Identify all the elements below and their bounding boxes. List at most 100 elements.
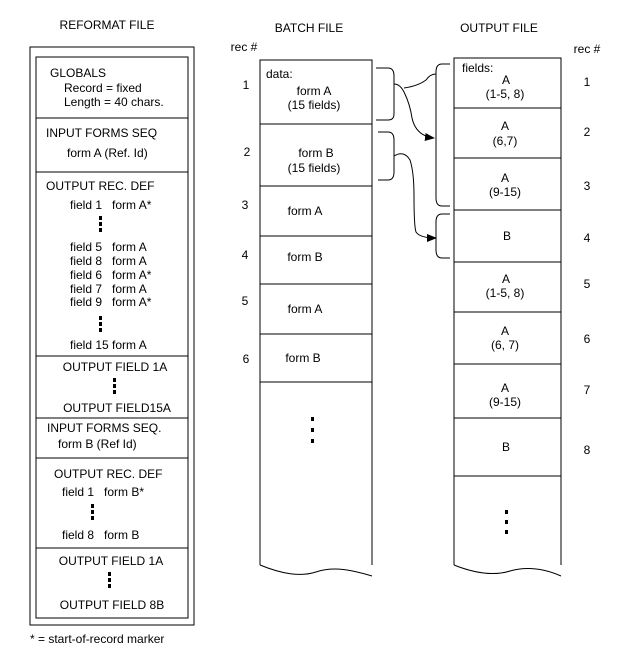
batch-rec-form: form B bbox=[285, 351, 320, 365]
output-rec-number-label: rec # bbox=[574, 42, 601, 56]
batch-rec-num: 2 bbox=[244, 145, 251, 159]
globals-section: GLOBALS Record = fixed Length = 40 chars… bbox=[50, 66, 164, 109]
output-rec-form: A bbox=[501, 324, 509, 338]
field-def-9: field 9 form A* bbox=[70, 295, 152, 309]
output-rec-num: 1 bbox=[584, 75, 591, 89]
output-rec-fields: (6, 7) bbox=[491, 338, 519, 352]
output-rec-fields: (1-5, 8) bbox=[486, 87, 525, 101]
output-rec-def-title: OUTPUT REC. DEF bbox=[46, 179, 154, 193]
batch-rec-num: 5 bbox=[242, 294, 249, 308]
output-rec-form: A bbox=[501, 119, 509, 133]
output-field-b-section: OUTPUT FIELD 1A OUTPUT FIELD 8B bbox=[59, 554, 164, 612]
output-rec-def-a: OUTPUT REC. DEF field 1 form A* field 5 … bbox=[46, 179, 154, 352]
ellipsis-vertical-icon bbox=[99, 216, 102, 232]
input-form-a-ref: form A (Ref. Id) bbox=[67, 146, 148, 160]
batch-rec-num: 1 bbox=[243, 78, 250, 92]
globals-record: Record = fixed bbox=[64, 81, 142, 95]
output-record-7: 7 A (9-15) bbox=[489, 381, 591, 409]
ellipsis-vertical-icon bbox=[108, 572, 111, 588]
ellipsis-vertical-icon bbox=[113, 378, 116, 394]
batch-rec-number-label: rec # bbox=[231, 40, 258, 54]
output-rec-num: 4 bbox=[584, 231, 591, 245]
arrow-to-output-record-4 bbox=[393, 153, 437, 242]
bracket-link-line bbox=[403, 73, 437, 89]
input-forms-seq-title: INPUT FORMS SEQ bbox=[46, 126, 157, 140]
output-rec-def-b: OUTPUT REC. DEF field 1 form B* field 8 … bbox=[54, 467, 162, 542]
footnote: * = start-of-record marker bbox=[30, 632, 164, 646]
output-fields-label: fields: bbox=[462, 61, 493, 75]
batch-record-4: 4 form B bbox=[242, 248, 323, 264]
output-field-first: OUTPUT FIELD 1A bbox=[63, 360, 167, 374]
output-record-2: 2 A (6,7) bbox=[493, 119, 591, 148]
output-field-last: OUTPUT FIELD15A bbox=[63, 401, 171, 415]
output-record-1: 1 A (1-5, 8) bbox=[486, 73, 591, 101]
batch-record-1-bracket bbox=[376, 67, 395, 121]
output-rec-num: 3 bbox=[584, 179, 591, 193]
output-rec-form: B bbox=[503, 229, 511, 243]
field-def-5: field 5 form A bbox=[70, 240, 147, 254]
output-rec-form: B bbox=[502, 440, 510, 454]
field-def-6: field 6 form A* bbox=[70, 268, 152, 282]
batch-record-5: 5 form A bbox=[242, 294, 323, 316]
output-field-last: OUTPUT FIELD 8B bbox=[60, 598, 164, 612]
output-record-6: 6 A (6, 7) bbox=[491, 324, 591, 352]
field-def-8: field 8 form B bbox=[62, 528, 139, 542]
output-rec-fields: (1-5, 8) bbox=[486, 286, 525, 300]
batch-record-6: 6 form B bbox=[243, 351, 321, 366]
reformat-file-inner-border bbox=[35, 56, 189, 619]
output-record-3: 3 A (9-15) bbox=[489, 171, 591, 199]
batch-file-torn-edge bbox=[259, 564, 373, 577]
batch-rec-form: form A bbox=[288, 204, 323, 218]
field-def-1: field 1 form A* bbox=[70, 198, 152, 212]
output-rec-def-title: OUTPUT REC. DEF bbox=[54, 467, 162, 481]
reformat-file-heading: REFORMAT FILE bbox=[60, 18, 155, 32]
output-rec-num: 8 bbox=[584, 443, 591, 457]
globals-title: GLOBALS bbox=[50, 66, 106, 80]
batch-record-2-bracket bbox=[378, 131, 395, 181]
ellipsis-vertical-icon bbox=[505, 510, 508, 534]
input-form-b-ref: form B (Ref Id) bbox=[58, 437, 137, 451]
field-def-7: field 7 form A bbox=[70, 282, 147, 296]
output-rec-fields: (9-15) bbox=[489, 395, 521, 409]
ellipsis-vertical-icon bbox=[99, 316, 102, 332]
output-rec-fields: (6,7) bbox=[493, 134, 518, 148]
ellipsis-vertical-icon bbox=[91, 504, 94, 520]
batch-rec-form: form B bbox=[287, 250, 322, 264]
output-rec-fields: (9-15) bbox=[489, 185, 521, 199]
output-file-heading: OUTPUT FILE bbox=[460, 21, 538, 35]
output-rec-num: 2 bbox=[584, 125, 591, 139]
output-file-torn-edge bbox=[453, 564, 562, 577]
output-rec-form: A bbox=[501, 381, 509, 395]
batch-rec-form: form B bbox=[298, 146, 333, 160]
field-def-1: field 1 form B* bbox=[62, 485, 144, 499]
output-record-5: 5 A (1-5, 8) bbox=[486, 272, 591, 300]
output-rec-num: 5 bbox=[584, 277, 591, 291]
reformat-file-outer-border bbox=[29, 46, 195, 626]
field-def-15: field 15 form A bbox=[70, 338, 147, 352]
batch-rec-num: 3 bbox=[242, 198, 249, 212]
batch-rec-fields: (15 fields) bbox=[288, 161, 341, 175]
batch-rec-form: form A bbox=[297, 84, 332, 98]
output-rec-form: A bbox=[502, 272, 510, 286]
output-field-a-section: OUTPUT FIELD 1A OUTPUT FIELD15A bbox=[63, 360, 171, 415]
batch-data-label: data: bbox=[266, 67, 293, 81]
batch-rec-form: form A bbox=[288, 302, 323, 316]
output-record-4: 4 B bbox=[503, 229, 591, 245]
input-forms-seq-b: INPUT FORMS SEQ. form B (Ref Id) bbox=[47, 421, 161, 451]
output-records-1-3-bracket bbox=[435, 63, 450, 207]
output-record-8: 8 B bbox=[502, 440, 591, 457]
ellipsis-vertical-icon bbox=[311, 417, 314, 443]
output-rec-form: A bbox=[501, 171, 509, 185]
input-forms-seq-a: INPUT FORMS SEQ form A (Ref. Id) bbox=[46, 126, 157, 160]
output-field-first: OUTPUT FIELD 1A bbox=[59, 554, 163, 568]
batch-rec-num: 4 bbox=[242, 248, 249, 262]
batch-rec-num: 6 bbox=[243, 352, 250, 366]
batch-file-heading: BATCH FILE bbox=[275, 21, 343, 35]
output-record-4-bracket bbox=[435, 213, 450, 259]
batch-record-2: 2 form B (15 fields) bbox=[244, 145, 341, 175]
batch-file-column bbox=[259, 59, 373, 565]
arrow-to-output-record-2 bbox=[393, 83, 435, 141]
globals-length: Length = 40 chars. bbox=[64, 95, 164, 109]
input-forms-seq-title: INPUT FORMS SEQ. bbox=[47, 421, 161, 435]
